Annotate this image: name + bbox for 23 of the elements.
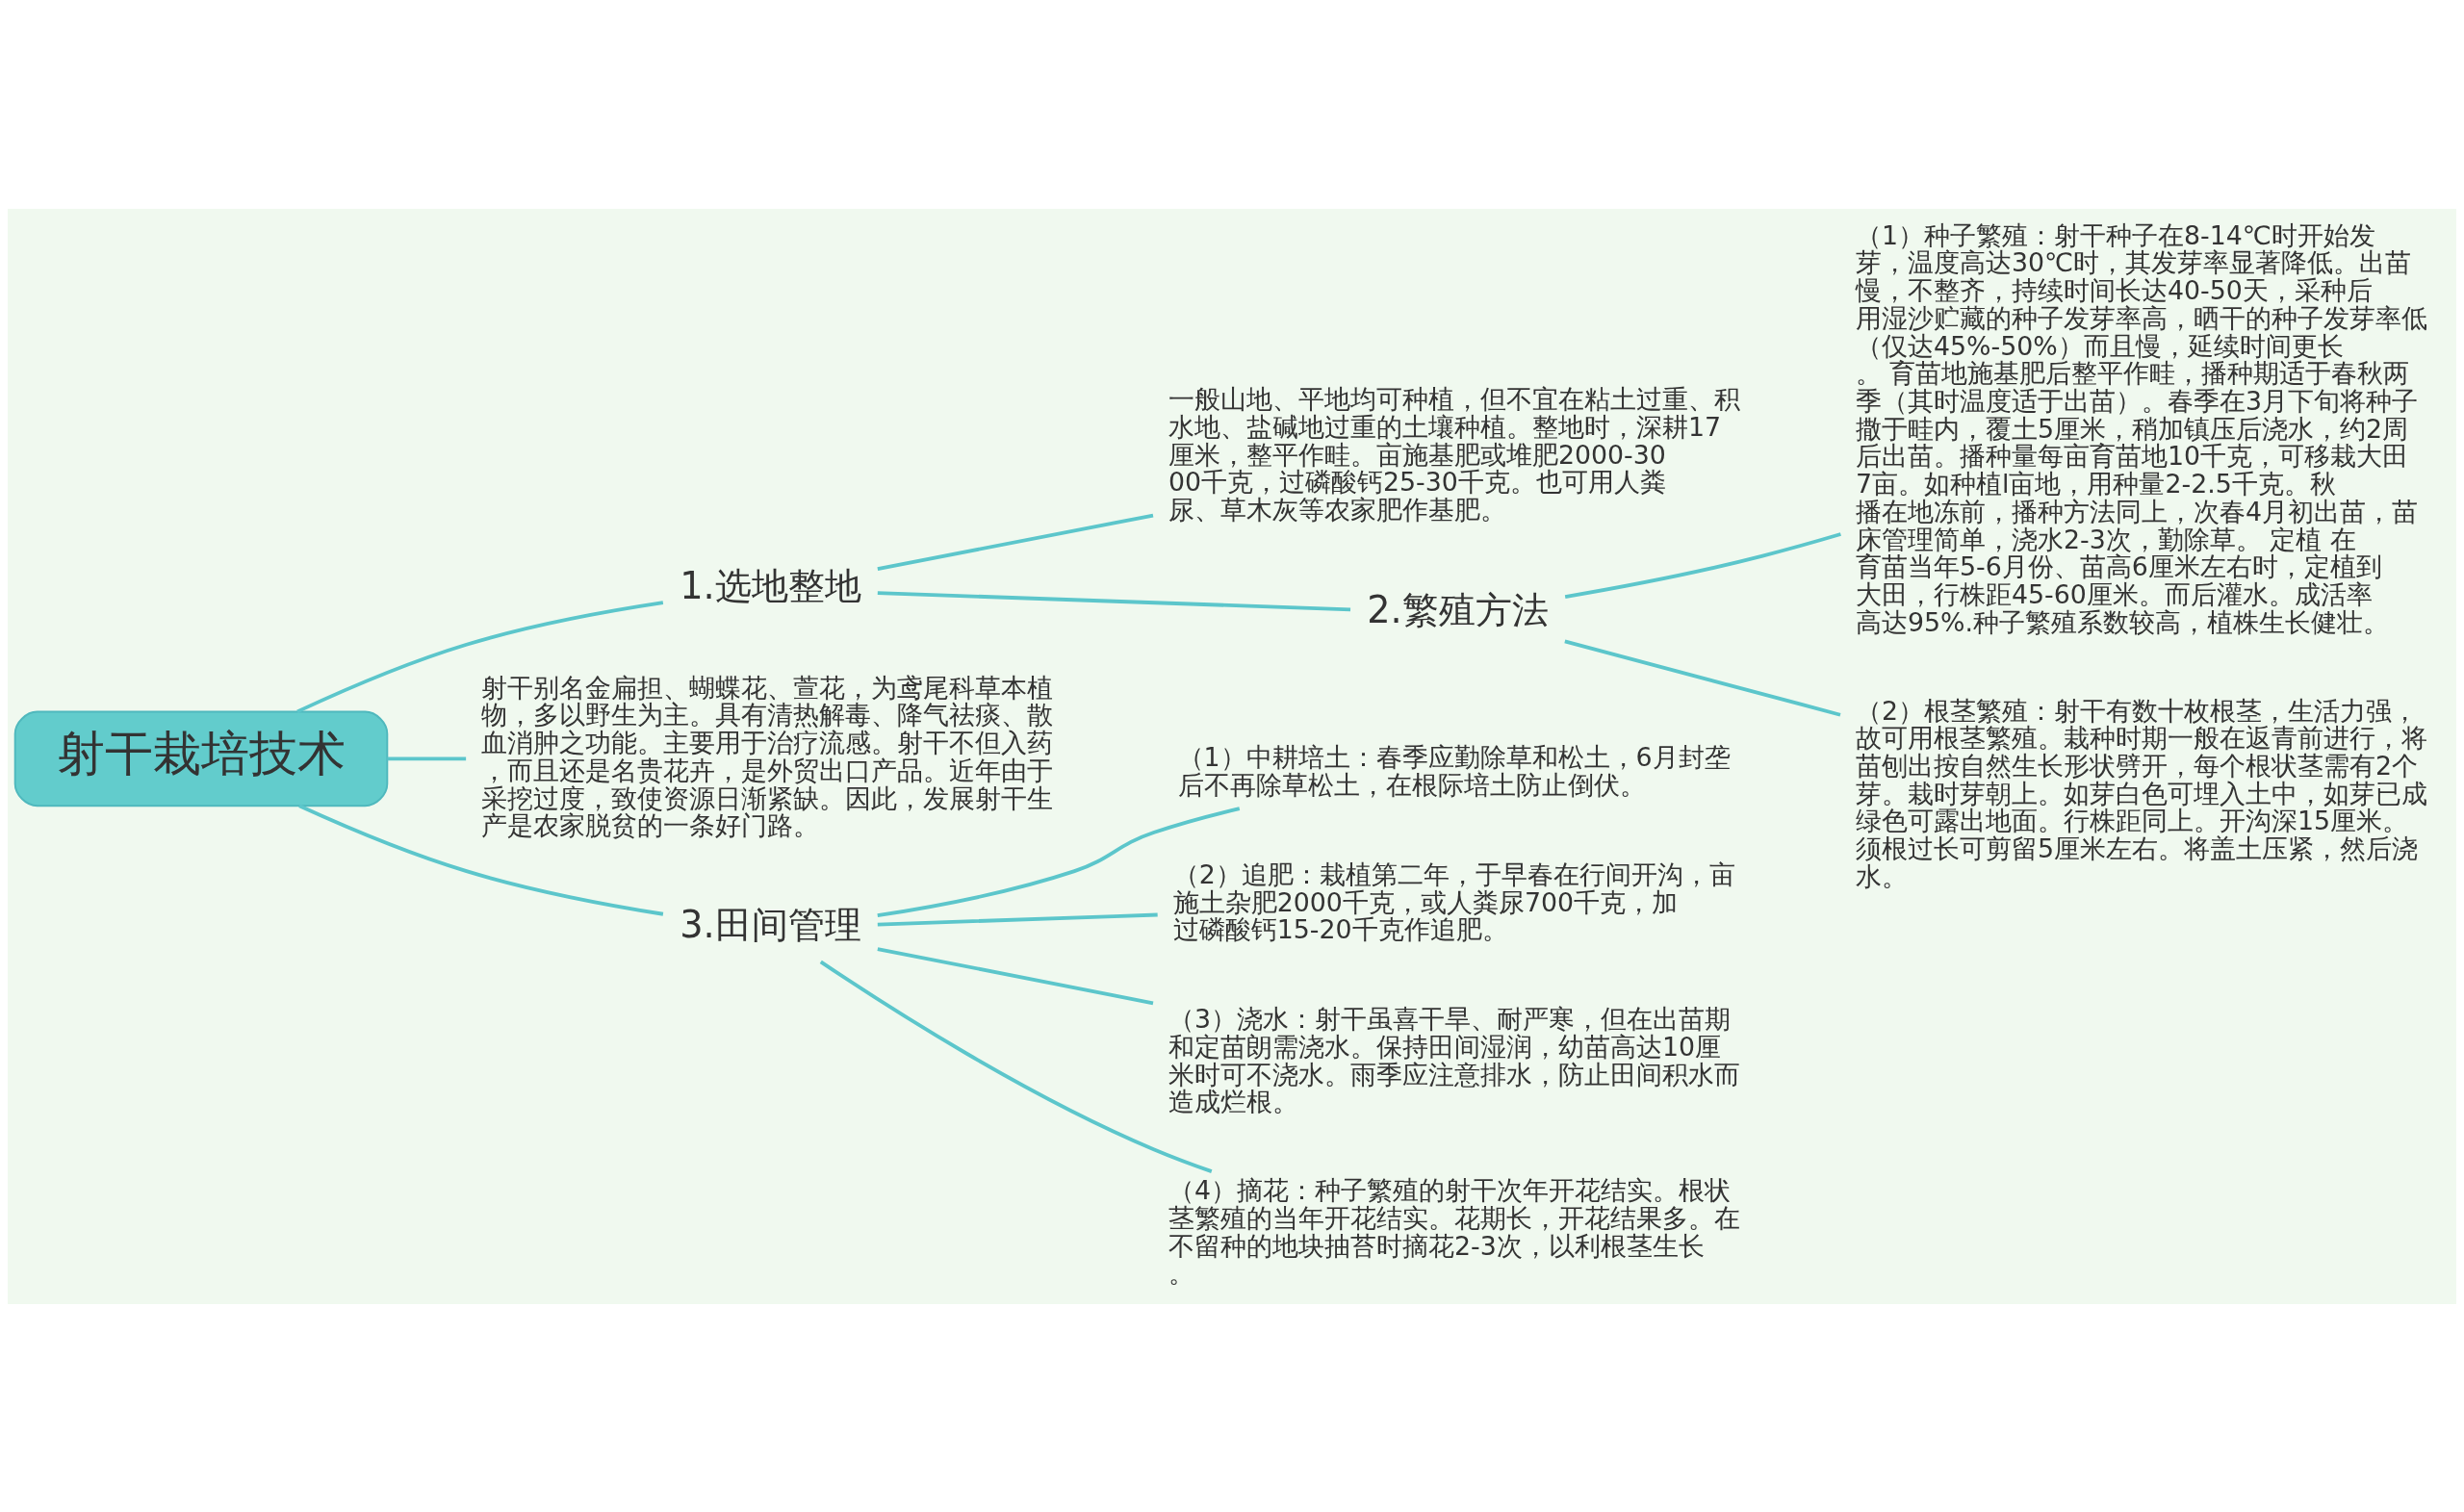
connector xyxy=(1564,639,1841,717)
node-text: 3.田间管理 xyxy=(680,902,861,946)
connector xyxy=(387,756,467,760)
node-text: （2）根茎繁殖：射干有数十枚根茎，生活力强，故可用根茎繁殖。栽种时期一般在返青前进行，将苗刨出按自然生长形状劈开，每个根状茎需有2个芽。栽时芽朝上。如芽白色可埋入土中，如芽已成绿色可露出地面。行株距同上。开沟深15厘米。须根过长可剪留5厘米左右。将盖土压紧，然后浇水。 xyxy=(1855,695,2427,891)
connector xyxy=(877,590,1351,611)
connector xyxy=(819,960,1213,1173)
node-text: 1.选地整地 xyxy=(680,563,861,607)
node-text: （2）追肥：栽植第二年，于早春在行间开沟，亩施土杂肥2000千克，或人粪尿700千克，加过磷酸钙15-20千克作追肥。 xyxy=(1172,859,1735,944)
connector xyxy=(877,513,1154,571)
connector xyxy=(877,912,1158,927)
node-text: （1）种子繁殖：射干种子在8-14℃时开始发芽，温度高达30℃时，其发芽率显著降低。出苗慢，不整齐，持续时间长达40-50天，采种后用湿沙贮藏的种子发芽率高，晒干的种子发芽率低（仅达45%-50%）而且慢，延续时间更长。 育苗地施基肥后整平作畦，播种期适于春秋两季（其时温度适于出苗）。春季在3月下旬将种子撒于畦内，覆土5厘米，稍加镇压后浇水，约2周后出苗。播种量每亩育苗地10千克，可移栽大田7亩。如种植l亩地，用种量2-2.5千克。秋播在地冻前，播种方法同上，次春4月初出苗，苗床管理简单，浇水2-3次，勤除草。 定植 在育苗当年5-6月份、苗高6厘米左右时，定植到大田，行株距45-60厘米。而后灌水。成活率高达95%.种子繁殖系数较高，植株生长健壮。 xyxy=(1855,219,2427,637)
node-text: 射干别名金扁担、蝴蝶花、萱花，为鸢尾科草本植物，多以野生为主。具有清热解毒、降气祛痰、散血消肿之功能。主要用于治疗流感。射干不但入药，而且还是名贵花卉，是外贸出口产品。近年由于采挖过度，致使资源日渐紧缺。因此，发展射干生产是农家脱贫的一条好门路。 xyxy=(480,672,1053,840)
node-text: 2.繁殖方法 xyxy=(1367,587,1549,631)
connector xyxy=(877,946,1154,1005)
node-box: 射干栽培技术 xyxy=(13,710,389,807)
connector xyxy=(296,600,664,713)
node-text: （4）摘花：种子繁殖的射干次年开花结实。根状茎繁殖的当年开花结实。花期长，开花结果多。在不留种的地块抽苔时摘花2-3次，以利根茎生长。 xyxy=(1168,1174,1740,1288)
node-text: （3）浇水：射干虽喜干旱、耐严寒，但在出苗期和定苗朗需浇水。保持田间湿润，幼苗高达10厘米时可不浇水。雨季应注意排水，防止田间积水而造成烂根。 xyxy=(1168,1003,1740,1116)
node-text: 一般山地、平地均可种植，但不宜在粘土过重、积水地、盐碱地过重的土壤种植。整地时，深耕17厘米，整平作畦。亩施基肥或堆肥2000-3000千克，过磷酸钙25-30千克。也可用人粪尿、草木灰等农家肥作基肥。 xyxy=(1168,383,1740,525)
connector xyxy=(877,806,1241,917)
connector xyxy=(298,804,664,916)
connector xyxy=(1564,531,1841,599)
node-text: （1）中耕培土：春季应勤除草和松土，6月封垄后不再除草松土，在根际培土防止倒伏。 xyxy=(1177,741,1731,800)
